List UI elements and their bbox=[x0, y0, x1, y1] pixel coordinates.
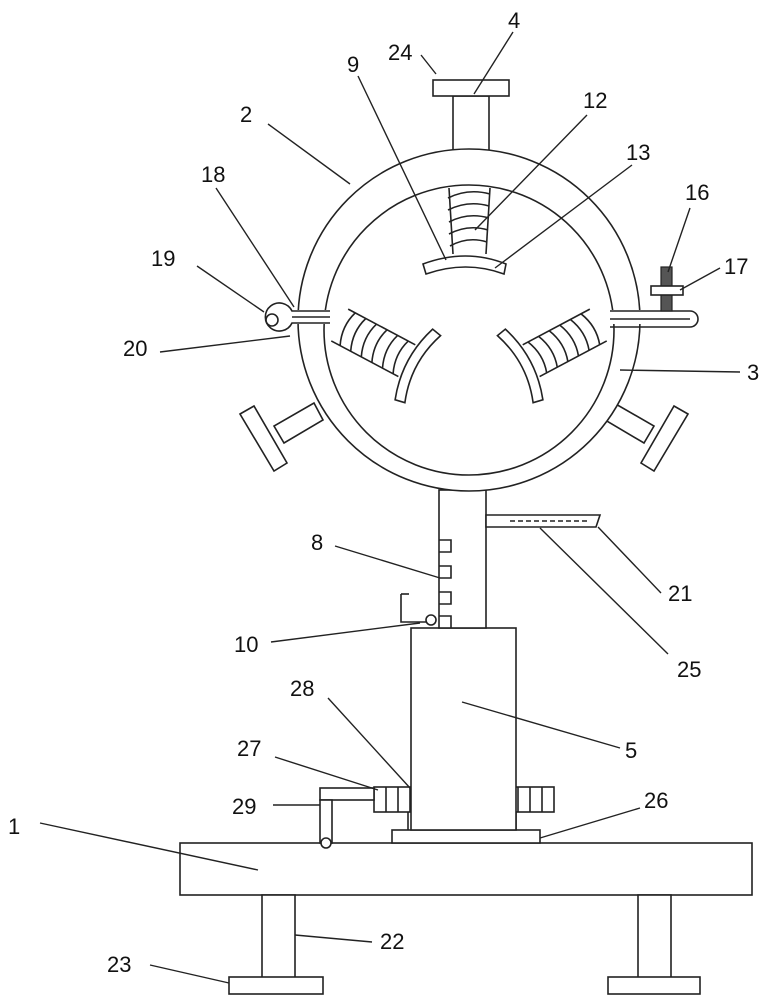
drive-pivot bbox=[320, 837, 332, 849]
right-foot bbox=[607, 976, 701, 995]
left-foot bbox=[228, 976, 324, 995]
label-23: 23 bbox=[107, 952, 131, 977]
rack-shaft bbox=[438, 489, 487, 629]
top-screw bbox=[422, 187, 507, 276]
right-screw bbox=[496, 308, 608, 404]
left-leg bbox=[261, 894, 296, 979]
latch-10 bbox=[400, 593, 437, 626]
right-clamp bbox=[610, 266, 699, 328]
label-10: 10 bbox=[234, 632, 258, 657]
left-flange bbox=[238, 401, 325, 473]
inner-ring bbox=[323, 184, 615, 476]
label-3: 3 bbox=[747, 360, 759, 385]
left-hinge bbox=[264, 302, 330, 332]
support-column bbox=[410, 627, 517, 831]
right-flange bbox=[603, 401, 690, 473]
top-jaw bbox=[422, 255, 507, 276]
label-21: 21 bbox=[668, 581, 692, 606]
nozzle-tube bbox=[452, 95, 490, 157]
ring-housing bbox=[294, 148, 646, 492]
label-1: 1 bbox=[8, 814, 20, 839]
side-tray bbox=[485, 514, 602, 528]
label-18: 18 bbox=[201, 162, 225, 187]
label-4: 4 bbox=[508, 8, 520, 33]
label-17: 17 bbox=[724, 254, 748, 279]
drive-shaft-arm bbox=[319, 787, 375, 801]
label-19: 19 bbox=[151, 246, 175, 271]
base-assembly bbox=[179, 829, 753, 995]
label-16: 16 bbox=[685, 180, 709, 205]
label-2: 2 bbox=[240, 102, 252, 127]
label-8: 8 bbox=[311, 530, 323, 555]
top-nozzle bbox=[432, 79, 510, 157]
hinge-pin bbox=[265, 313, 279, 327]
leader-lines bbox=[39, 31, 741, 984]
bearing-plate bbox=[391, 829, 541, 844]
label-29: 29 bbox=[232, 794, 256, 819]
clamp-nut bbox=[650, 285, 684, 296]
base-plate bbox=[179, 842, 753, 896]
label-5: 5 bbox=[625, 738, 637, 763]
rack-bar bbox=[438, 489, 487, 629]
label-28: 28 bbox=[290, 676, 314, 701]
label-13: 13 bbox=[626, 140, 650, 165]
callout-labels: 4 24 9 12 2 13 18 16 19 17 20 3 8 21 10 … bbox=[8, 8, 759, 977]
label-9: 9 bbox=[347, 52, 359, 77]
left-screw bbox=[330, 308, 442, 404]
drive-shaft-post bbox=[319, 799, 333, 844]
label-25: 25 bbox=[677, 657, 701, 682]
label-26: 26 bbox=[644, 788, 668, 813]
label-22: 22 bbox=[380, 929, 404, 954]
label-24: 24 bbox=[388, 40, 412, 65]
nozzle-cap bbox=[432, 79, 510, 97]
right-leg bbox=[637, 894, 672, 979]
label-27: 27 bbox=[237, 736, 261, 761]
label-12: 12 bbox=[583, 88, 607, 113]
label-20: 20 bbox=[123, 336, 147, 361]
